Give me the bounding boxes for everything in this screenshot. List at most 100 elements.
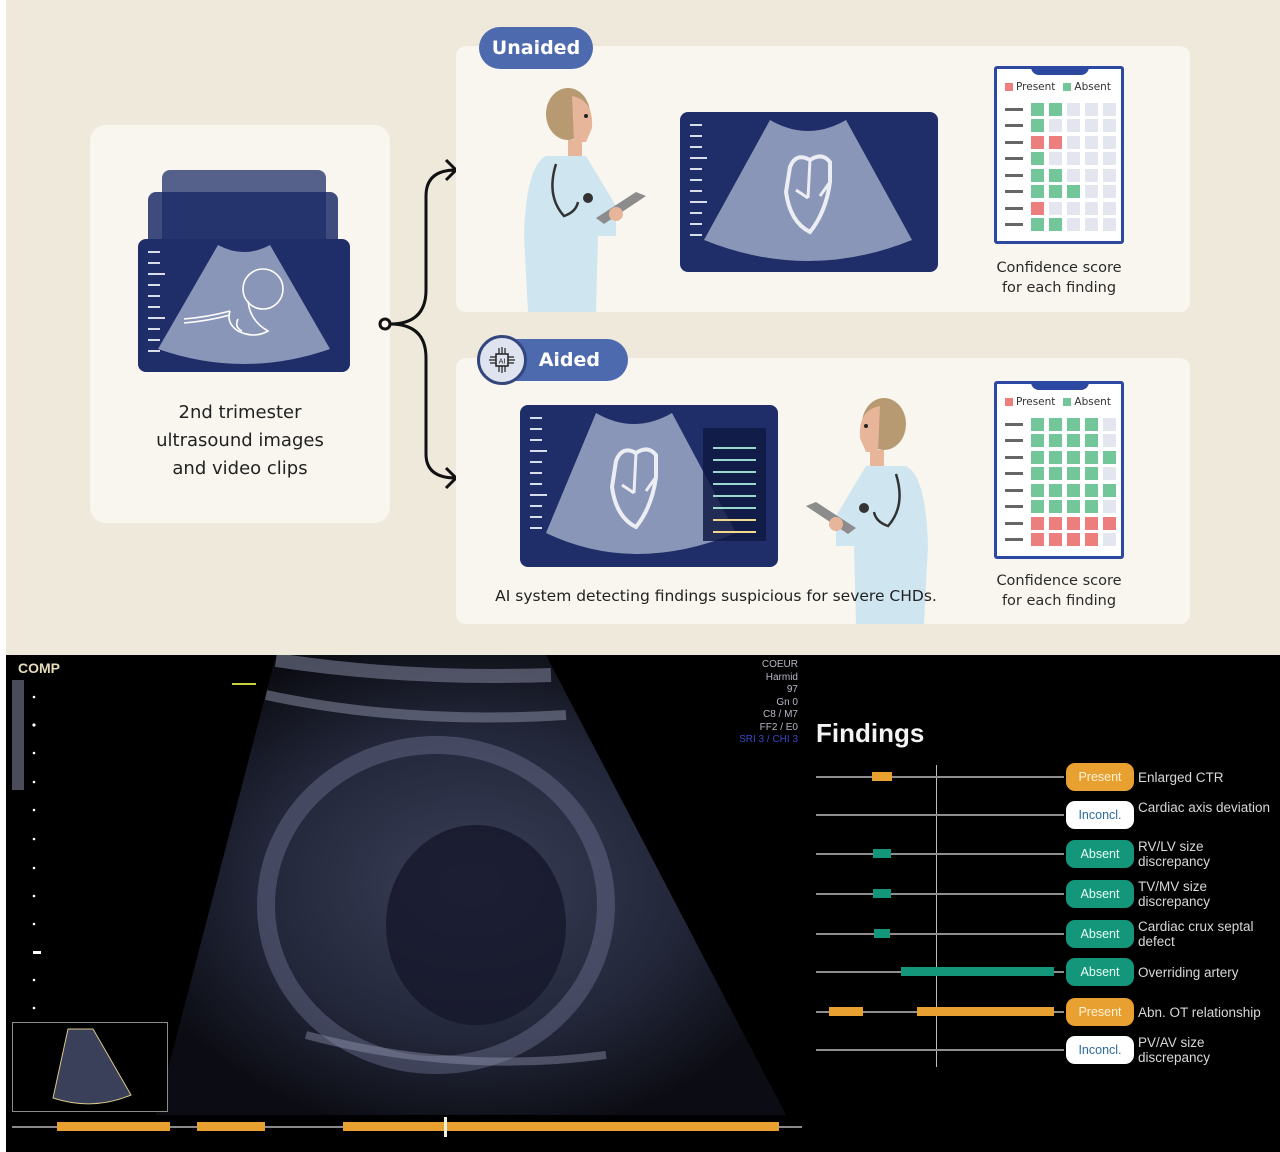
grid-cell xyxy=(1085,483,1098,497)
grid-cell xyxy=(1049,119,1062,133)
grid-cell xyxy=(1049,417,1062,431)
grid-cell xyxy=(1067,218,1080,232)
grid-row xyxy=(1005,515,1121,532)
grid-cell xyxy=(1049,533,1062,547)
grid-cell xyxy=(1049,152,1062,166)
grid-cell xyxy=(1049,500,1062,514)
status-badge: Absent xyxy=(1066,840,1134,868)
grid-row xyxy=(1005,167,1121,184)
finding-row: Present Abn. OT relationship xyxy=(816,995,1276,1029)
grid-cell xyxy=(1085,119,1098,133)
svg-text:AI: AI xyxy=(499,358,506,366)
grid-cell xyxy=(1049,516,1062,530)
grid-cell xyxy=(1103,417,1116,431)
status-badge: Present xyxy=(1066,998,1134,1026)
grid-cell xyxy=(1031,450,1044,464)
grid-cell xyxy=(1103,152,1116,166)
timeline-segment xyxy=(343,1122,779,1131)
thumbnail-preview[interactable] xyxy=(12,1022,168,1112)
grid-cell xyxy=(1049,467,1062,481)
finding-segment xyxy=(873,849,891,858)
finding-row: Inconcl.PV/AV size discrepancy xyxy=(816,1033,1276,1067)
status-badge: Absent xyxy=(1066,920,1134,948)
grid-cell xyxy=(1103,135,1116,149)
heart-scan-icon xyxy=(704,120,912,261)
grid-cell xyxy=(1103,201,1116,215)
present-swatch-icon xyxy=(1005,83,1013,91)
ultrasound-image: COMP COEUR Harmid 97 Gn 0 C8 / M7 FF2 / … xyxy=(6,655,806,1152)
ultrasound-viewer: COMP COEUR Harmid 97 Gn 0 C8 / M7 FF2 / … xyxy=(6,655,1280,1152)
grid-cell xyxy=(1085,102,1098,116)
grid-cell xyxy=(1067,533,1080,547)
unaided-score-caption: Confidence score for each finding xyxy=(996,260,1122,296)
grid-row xyxy=(1005,532,1121,549)
grid-cell xyxy=(1085,201,1098,215)
playhead-line[interactable] xyxy=(936,765,937,1067)
grid-cell xyxy=(1067,450,1080,464)
aided-ultrasound-frame xyxy=(520,405,778,567)
doctor-illustration-icon xyxy=(524,88,646,312)
grid-row xyxy=(1005,416,1121,433)
grid-cell xyxy=(1049,450,1062,464)
grid-cell xyxy=(1067,102,1080,116)
mode-label: COMP xyxy=(18,660,60,676)
grid-row xyxy=(1005,433,1121,450)
unaided-score-card: Present Absent xyxy=(994,66,1124,244)
grid-cell xyxy=(1067,500,1080,514)
grid-row xyxy=(1005,482,1121,499)
status-badge: Present xyxy=(1066,763,1134,791)
grid-cell xyxy=(1103,450,1116,464)
grid-row xyxy=(1005,499,1121,516)
grid-cell xyxy=(1031,135,1044,149)
status-badge: Absent xyxy=(1066,958,1134,986)
timeline-cursor[interactable] xyxy=(444,1117,447,1137)
grid-cell xyxy=(1031,218,1044,232)
absent-swatch-icon xyxy=(1063,83,1072,91)
grid-cell xyxy=(1031,516,1044,530)
grid-cell xyxy=(1031,168,1044,182)
grid-row xyxy=(1005,101,1121,118)
grid-cell xyxy=(1031,185,1044,199)
source-caption: 2nd trimester ultrasound images and vide… xyxy=(156,402,324,479)
grid-row xyxy=(1005,118,1121,135)
grid-cell xyxy=(1031,119,1044,133)
grid-cell xyxy=(1031,500,1044,514)
clip-timeline[interactable] xyxy=(12,1117,802,1137)
timeline-segment xyxy=(197,1122,265,1131)
finding-label: RV/LV size discrepancy xyxy=(1138,839,1211,869)
grid-cell xyxy=(1049,185,1062,199)
findings-title: Findings xyxy=(816,718,925,748)
branch-arrow-icon xyxy=(378,158,459,490)
status-badge: Absent xyxy=(1066,880,1134,908)
absent-swatch-icon xyxy=(1063,398,1072,406)
grid-cell xyxy=(1103,516,1116,530)
finding-track xyxy=(816,776,1064,778)
grid-cell xyxy=(1067,185,1080,199)
grid-cell xyxy=(1031,467,1044,481)
grid-cell xyxy=(1103,434,1116,448)
volume-indicator xyxy=(232,683,256,695)
grid-cell xyxy=(1103,533,1116,547)
status-badge: Inconcl. xyxy=(1066,801,1134,829)
grid-cell xyxy=(1031,201,1044,215)
grid-cell xyxy=(1103,185,1116,199)
grid-cell xyxy=(1049,135,1062,149)
acquisition-parameters: COEUR Harmid 97 Gn 0 C8 / M7 FF2 / E0 SR… xyxy=(739,659,798,745)
grid-cell xyxy=(1049,483,1062,497)
grid-cell xyxy=(1031,483,1044,497)
grid-cell xyxy=(1031,417,1044,431)
finding-track xyxy=(816,893,1064,895)
grid-cell xyxy=(1031,152,1044,166)
finding-segment xyxy=(873,889,891,898)
grid-cell xyxy=(1085,467,1098,481)
grid-cell xyxy=(1085,135,1098,149)
finding-segment xyxy=(872,772,892,781)
ultrasound-frame-front xyxy=(138,239,350,372)
grid-cell xyxy=(1103,102,1116,116)
finding-label: Abn. OT relationship xyxy=(1138,1005,1261,1020)
grid-cell xyxy=(1067,417,1080,431)
